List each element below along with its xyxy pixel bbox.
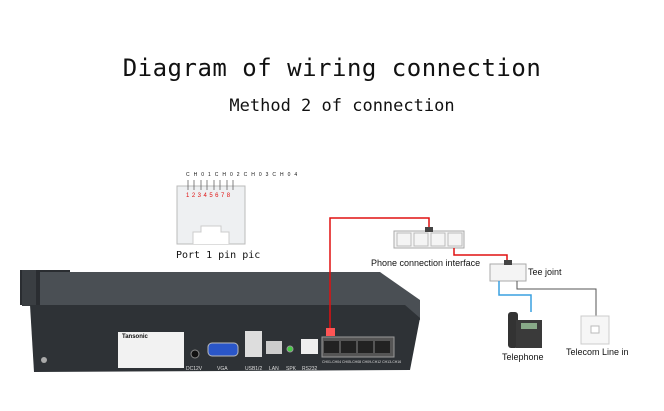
telecom-wall-socket-icon [580,315,610,345]
port-spk: SPK [286,366,297,372]
device-unit [20,270,420,372]
red-wire-to-tee [453,248,508,262]
pin: 6 [215,193,219,199]
telecom-label: Telecom Line in [566,347,629,357]
port-lan: LAN [269,366,279,372]
pin: 3 [197,193,202,199]
telephone-label: Telephone [502,352,544,362]
ch-label: CH02 [214,172,244,178]
port-pin-label: Port 1 pin pic [176,250,261,261]
device-brand: Tansonic [122,334,148,340]
channel-ports-label: CH01-CH04 CH05-CH08 CH09-CH12 CH13-CH16 [322,360,402,364]
diagram-subtitle: Method 2 of connection [229,96,455,116]
port-dc12v: DC12V [186,366,203,372]
pin: 5 [209,193,214,199]
port-usb: USB1/2 [245,366,263,372]
pin: 7 [220,193,225,199]
telephone-icon [508,312,542,348]
ch-label: CH03 [243,172,273,178]
diagram-title: Diagram of wiring connection [122,54,542,82]
rj-port-pin-picture [176,180,246,245]
ch-label: CH04 [272,172,302,178]
ch-label: CH01 [186,172,215,178]
pin: 8 [226,193,231,199]
red-wire [329,217,430,336]
gray-wire [516,281,597,318]
pin-numbers: 1 2 3 4 5 6 7 8 [186,193,231,199]
blue-wire [498,281,532,312]
pin: 4 [203,193,208,199]
pin: 2 [191,193,196,199]
tee-joint-label: Tee joint [528,267,562,277]
tee-joint [489,260,527,282]
port-rs232: RS232 [302,366,318,372]
phone-connection-interface [393,227,465,249]
port-vga: VGA [217,366,228,372]
phone-interface-label: Phone connection interface [371,258,481,268]
pin: 1 [186,193,190,199]
channel-labels: CH01CH02CH03CH04 [186,172,301,178]
